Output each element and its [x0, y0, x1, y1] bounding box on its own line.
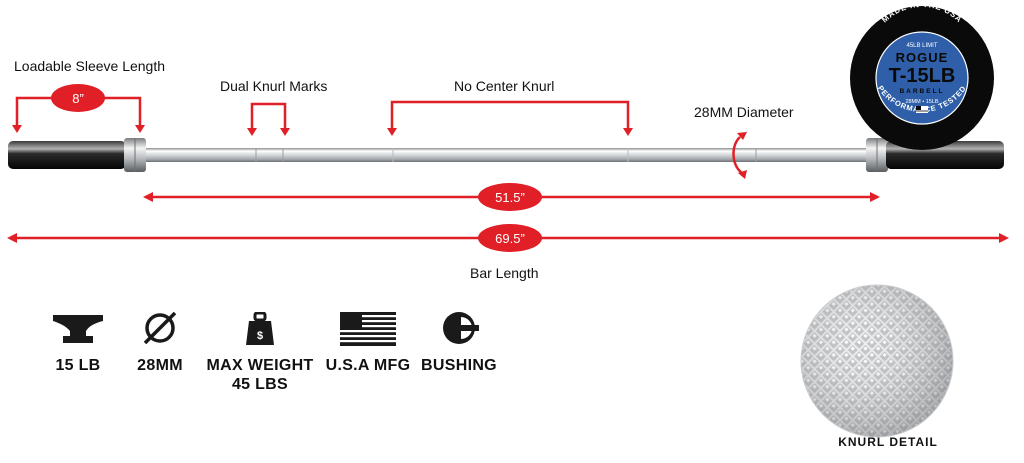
bar-shaft	[146, 148, 866, 162]
spec-max-weight-label: MAX WEIGHT 45 LBS	[206, 357, 314, 393]
spec-max-weight: $ MAX WEIGHT 45 LBS	[204, 310, 316, 394]
knurl-detail-image	[800, 284, 954, 438]
dual-knurl-label: Dual Knurl Marks	[220, 78, 328, 94]
spec-diameter-label: 28MM	[137, 357, 183, 374]
bushing-icon	[418, 310, 500, 346]
badge-limit: 45LB LIMIT	[906, 43, 937, 49]
badge-spec: 28MM • 15LB	[905, 99, 938, 105]
sleeve-dimension-pill	[51, 84, 105, 112]
annotation-lines	[14, 96, 1002, 240]
badge-type: BARBELL	[899, 88, 944, 95]
diameter-rotation-arrow	[732, 136, 743, 175]
spec-usa-mfg: U.S.A MFG	[322, 310, 414, 375]
spec-bushing: BUSHING	[418, 310, 500, 375]
bar-length-label: Bar Length	[470, 265, 539, 281]
annotation-arrowheads	[7, 125, 1009, 243]
spec-weight-label: 15 LB	[55, 357, 101, 374]
diameter-label: 28MM Diameter	[694, 104, 794, 120]
knurl-detail-caption: KNURL DETAIL	[838, 435, 938, 449]
knurl-span-value: 51.5”	[495, 190, 525, 205]
badge-flag-icon	[916, 106, 928, 113]
no-center-knurl-label: No Center Knurl	[454, 78, 555, 94]
badge-brand: ROGUE	[896, 50, 949, 65]
diameter-icon	[122, 310, 198, 346]
us-flag-icon	[322, 310, 414, 346]
total-length-pill	[478, 224, 542, 252]
barbell	[8, 138, 1004, 172]
knurl-span-pill	[478, 183, 542, 211]
dual-knurl-bracket	[250, 102, 287, 129]
anvil-icon	[38, 310, 118, 346]
sleeve-dimension-value: 8”	[72, 91, 84, 106]
spec-weight: 15 LB	[38, 310, 118, 375]
rogue-badge: MADE IN THE USA PERFORMANCE TESTED 45LB …	[850, 0, 994, 150]
total-length-value: 69.5”	[495, 231, 525, 246]
left-sleeve	[8, 141, 126, 169]
center-knurl-bracket	[390, 100, 630, 129]
spec-bushing-label: BUSHING	[421, 357, 497, 374]
spec-usa-mfg-label: U.S.A MFG	[325, 357, 411, 374]
sleeve-length-label: Loadable Sleeve Length	[14, 58, 166, 74]
badge-model: T-15LB	[889, 65, 956, 87]
spec-diameter: 28MM	[122, 310, 198, 375]
weight-icon: $	[204, 310, 316, 346]
svg-text:$: $	[257, 330, 263, 342]
